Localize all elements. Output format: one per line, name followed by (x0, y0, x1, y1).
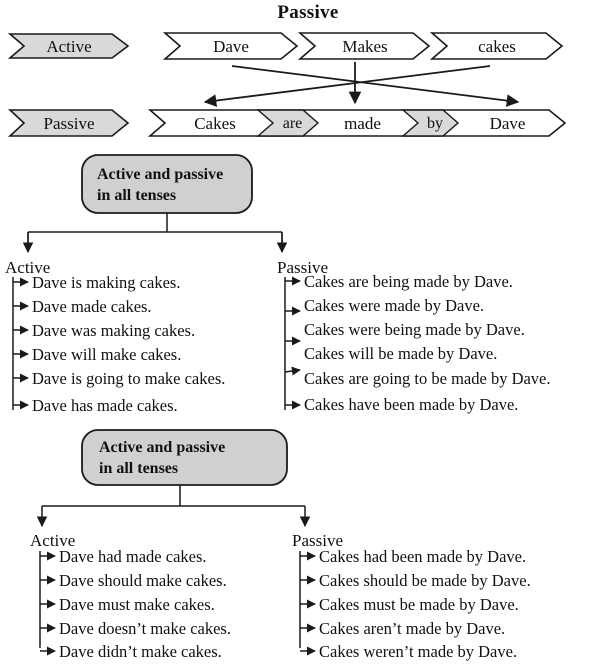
list-item: Dave was making cakes. (32, 321, 196, 340)
section-1-box-line1: Active and passive (99, 439, 226, 456)
section-0-passive-bullets (284, 276, 301, 410)
list-item: Dave is making cakes. (32, 273, 181, 292)
arrow-subject-to-agent (231, 65, 520, 107)
list-item: Cakes must be made by Dave. (319, 595, 519, 614)
chevron-passive-word-3-text: by (427, 115, 443, 132)
list-item: Dave must make cakes. (59, 595, 215, 614)
section-0-active-heading: Active (5, 258, 51, 277)
section-1-box (81, 429, 288, 486)
chevron-active-word-0 (162, 32, 299, 60)
list-item: Dave should make cakes. (59, 571, 227, 590)
chevron-passive-word-0-text: Cakes (194, 114, 236, 133)
list-item: Cakes had been made by Dave. (319, 547, 527, 566)
list-item: Cakes were being made by Dave. (304, 320, 525, 339)
list-item: Dave will make cakes. (32, 345, 182, 364)
chevron-active-word-1 (297, 32, 431, 60)
section-0-box-line1: Active and passive (97, 166, 224, 183)
chevron-passive-word-2-text: made (344, 114, 381, 133)
list-item: Cakes are going to be made by Dave. (304, 369, 551, 388)
list-item: Dave doesn’t make cakes. (59, 619, 231, 638)
passive-bar-outline (147, 109, 567, 137)
list-item: Cakes have been made by Dave. (304, 395, 519, 414)
list-item: Cakes should be made by Dave. (319, 571, 531, 590)
chevron-active-word-2-text: cakes (478, 37, 516, 56)
chevron-active-label (7, 33, 130, 59)
list-item: Cakes weren’t made by Dave. (319, 642, 518, 661)
passive-segment-by (401, 109, 460, 137)
list-item: Dave made cakes. (32, 297, 152, 316)
list-item: Dave has made cakes. (32, 396, 178, 415)
section-1-active-bullets (40, 551, 56, 656)
list-item: Cakes were made by Dave. (304, 296, 485, 315)
list-item: Cakes aren’t made by Dave. (319, 619, 506, 638)
list-item: Cakes will be made by Dave. (304, 344, 498, 363)
list-item: Dave is going to make cakes. (32, 369, 226, 388)
chevron-active-word-1-text: Makes (342, 37, 388, 56)
section-0-active-bullets (13, 277, 29, 410)
page-title: Passive (277, 2, 339, 23)
list-item: Dave didn’t make cakes. (59, 642, 222, 661)
chevron-passive-word-1-text: are (282, 115, 303, 132)
section-1-passive-heading: Passive (292, 531, 343, 550)
chevron-active-word-0-text: Dave (213, 37, 249, 56)
section-1-passive-bullets (300, 551, 316, 656)
section-1-active-heading: Active (30, 531, 76, 550)
section-0-passive-heading: Passive (277, 258, 328, 277)
section-0-connector (27, 213, 283, 248)
section-1-connector (42, 485, 305, 507)
list-item: Cakes are being made by Dave. (304, 272, 513, 291)
chevron-label-active-text: Active (46, 37, 92, 56)
passive-segment-are (256, 109, 320, 137)
chevron-passive-word-4-text: Dave (489, 114, 526, 133)
chevron-label-passive-text: Passive (43, 114, 95, 133)
section-1-box-line2: in all tenses (99, 460, 179, 477)
arrow-object-to-subject (203, 65, 491, 107)
list-item: Dave had made cakes. (59, 547, 207, 566)
section-0-box-line2: in all tenses (97, 187, 177, 204)
chevron-active-word-2 (429, 32, 564, 60)
chevron-passive-label (7, 109, 130, 137)
